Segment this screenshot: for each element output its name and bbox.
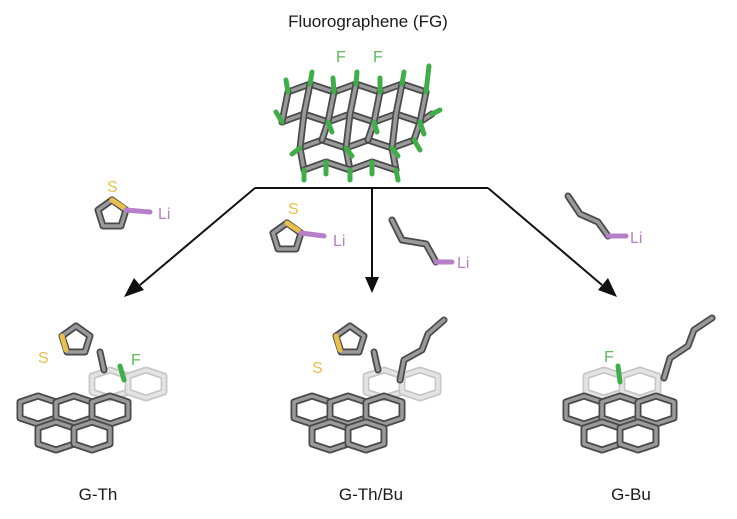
reagent-left-lithium-label: Li [158,206,170,223]
reagent-butyl-right-lithium-label: Li [630,230,642,247]
g-th-sulfur-label: S [38,350,49,367]
arrow-head-right [598,278,617,297]
butyl-lithium-reagent-center [388,216,455,266]
product-label-g-th-bu: G-Th/Bu [339,485,403,504]
arrow-head-middle [365,277,379,293]
product-g-bu-structure [566,314,716,450]
reagent-left-sulfur-label: S [107,179,118,196]
g-th-fluorine-label: F [131,352,141,369]
arrow-to-g-bu [487,187,603,286]
thienyl-lithium-reagent-center [273,223,327,249]
fluorographene-structure [273,63,443,183]
butyl-lithium-reagent-right [564,192,629,240]
arrow-to-g-th [139,187,256,286]
reagent-butyl-center-lithium-label: Li [457,255,469,272]
product-g-th-structure [20,326,164,450]
arrow-head-left [124,278,144,297]
scheme-title: Fluorographene (FG) [288,12,448,31]
g-bu-fluorine-label: F [604,349,614,366]
fluorine-label-2: F [373,49,383,66]
thienyl-lithium-reagent-left [98,200,153,226]
product-label-g-th: G-Th [79,485,118,504]
reagent-center-lithium-label: Li [333,233,345,250]
product-label-g-bu: G-Bu [611,485,651,504]
fluorine-label-1: F [336,49,346,66]
reagent-center-sulfur-label: S [288,201,299,218]
g-th-bu-sulfur-label: S [312,360,323,377]
product-g-th-bu-structure [294,316,448,450]
reaction-arrows [124,187,617,297]
